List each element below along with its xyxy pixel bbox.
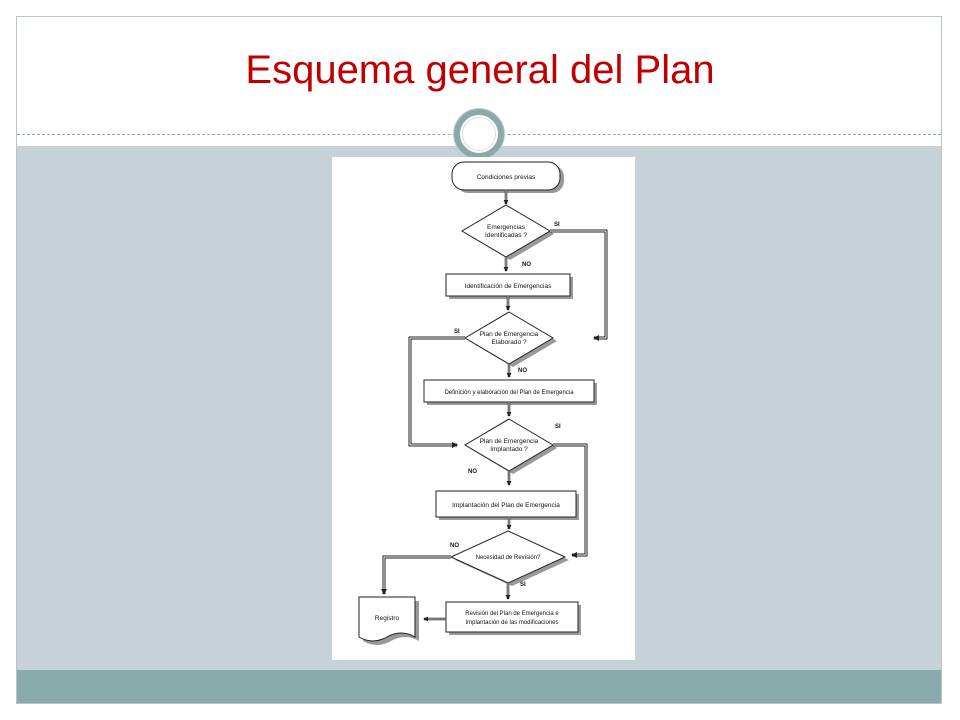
decision3-yes-label: SI	[555, 424, 561, 430]
step2-label: Definición y elaboración del Plan de Eme…	[444, 390, 574, 396]
decision4-label: Necesidad de Revisión?	[476, 555, 541, 561]
document-label: Registro	[375, 615, 400, 622]
step1-label: Identificación de Emergencias	[465, 283, 552, 290]
decision3-line1: Plan de Emergencia	[480, 438, 539, 445]
decision2-line1: Plan de Emergencia	[480, 331, 539, 338]
slide-title: Esquema general del Plan	[245, 48, 715, 92]
flowchart-image: Condiciones previas Emergencias Identifi…	[332, 157, 635, 660]
decision4-yes-label: SI	[520, 582, 526, 588]
connector	[381, 555, 451, 595]
flowchart-svg: Condiciones previas Emergencias Identifi…	[358, 161, 608, 645]
document-registro: Registro	[358, 596, 419, 645]
start-box: Condiciones previas	[451, 161, 564, 193]
decision3-no-label: NO	[468, 469, 477, 475]
decision-plan-implantado: Plan de Emergencia Implantado ?	[464, 418, 557, 474]
divider-circle-ornament	[454, 109, 504, 159]
decision-emergencias: Emergencias Identificadas ?	[461, 204, 554, 260]
decision1-line2: Identificadas ?	[485, 232, 527, 239]
decision3-line2: Implantado ?	[490, 446, 528, 453]
decision-plan-elaborado: Plan de Emergencia Elaborado ?	[464, 311, 557, 367]
footer-band	[17, 670, 941, 703]
step4-line2: Implantación de las modificaciones	[465, 620, 558, 626]
process-definicion: Definición y elaboración del Plan de Eme…	[423, 379, 597, 405]
process-revision: Revisión del Plan de Emergencia e Implan…	[445, 601, 581, 635]
start-label: Condiciones previas	[477, 174, 536, 181]
step3-label: Implantación del Plan de Emergencia	[452, 502, 560, 509]
decision4-no-label: NO	[450, 543, 459, 549]
decision1-yes-label: SI	[554, 222, 560, 228]
decision1-no-label: NO	[522, 262, 531, 268]
decision2-no-label: NO	[518, 368, 527, 374]
process-identificacion: Identificación de Emergencias	[445, 273, 573, 299]
decision-necesidad-revision: Necesidad de Revisión?	[449, 530, 569, 586]
process-implantacion: Implantación del Plan de Emergencia	[435, 490, 579, 520]
connector	[408, 336, 465, 448]
step4-line1: Revisión del Plan de Emergencia e	[465, 611, 559, 617]
decision2-line2: Elaborado ?	[491, 339, 526, 346]
connector	[550, 229, 608, 341]
decision2-yes-label: SI	[454, 329, 460, 335]
connector	[553, 443, 588, 558]
decision1-line1: Emergencias	[487, 224, 526, 231]
